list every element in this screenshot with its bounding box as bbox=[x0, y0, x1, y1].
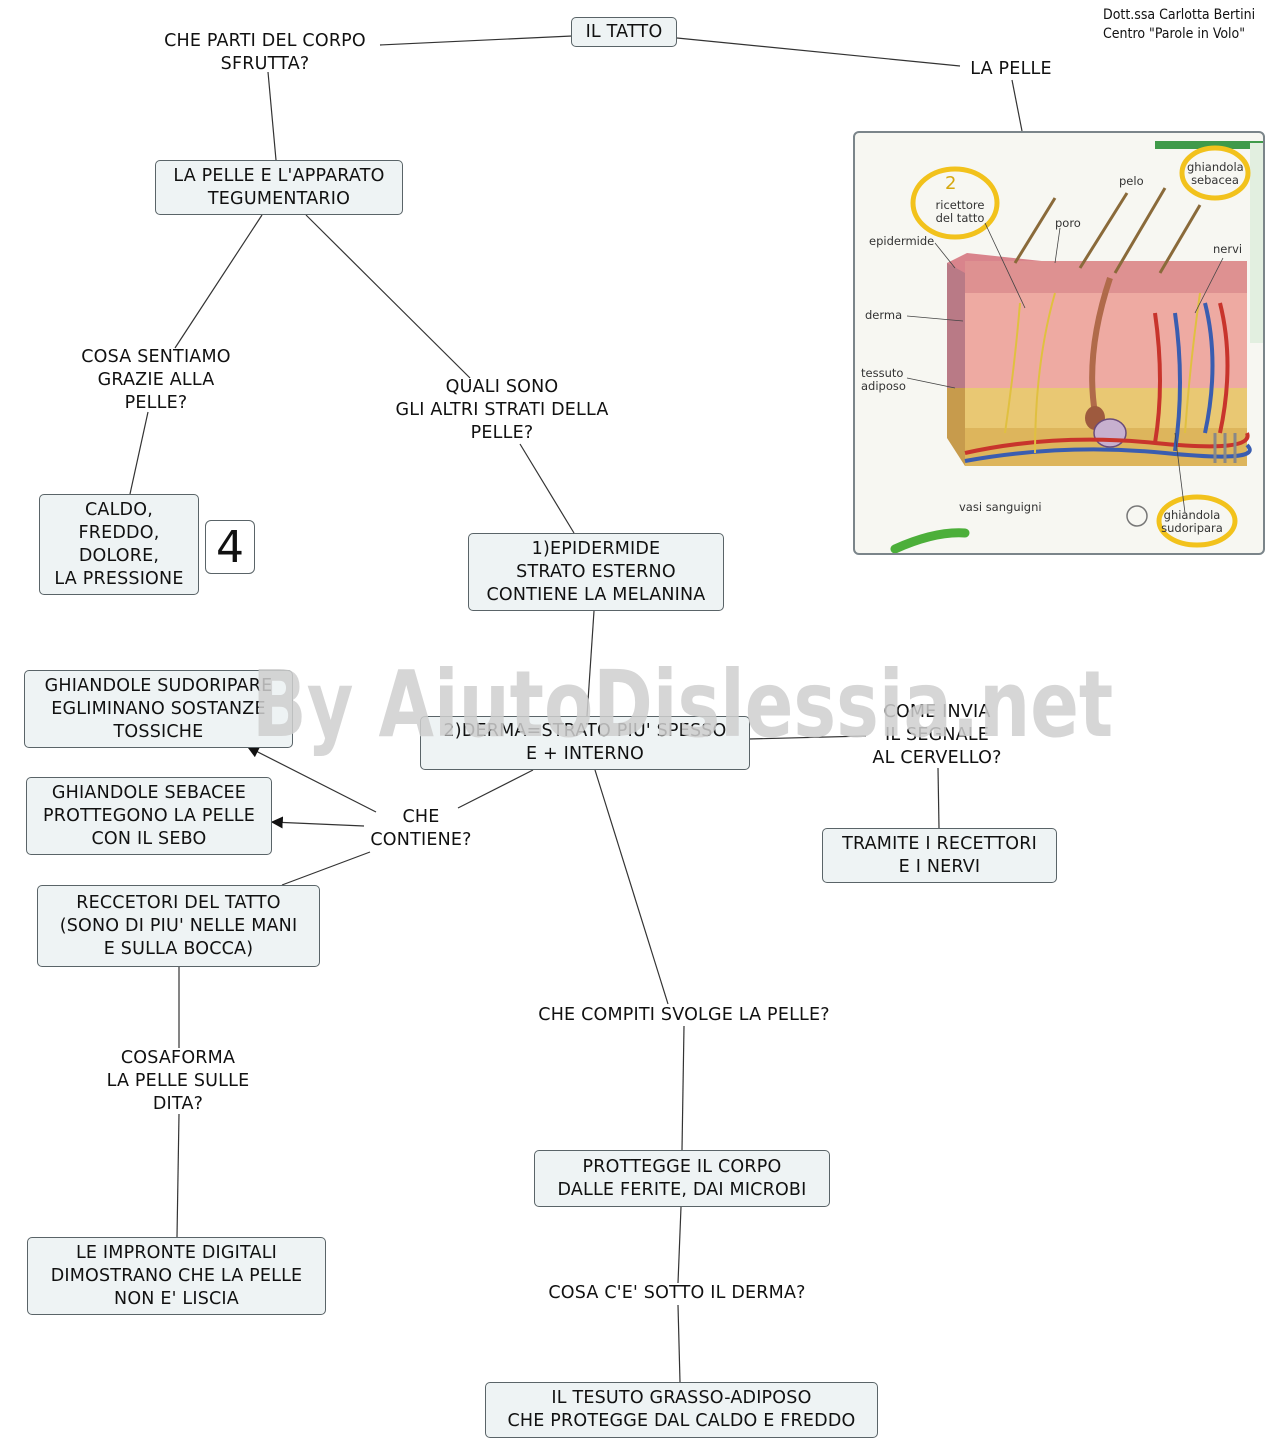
number-badge: 4 bbox=[205, 520, 255, 574]
link-contiene-recettori bbox=[281, 851, 371, 886]
link-strati-epidermide bbox=[519, 443, 575, 534]
label-cosaforma: COSAFORMA LA PELLE SULLE DITA? bbox=[106, 1048, 250, 1114]
picture-label-recettore-num: 2 bbox=[945, 173, 957, 194]
link-protegge-sotto bbox=[677, 1206, 682, 1284]
link-derma-segnale bbox=[748, 735, 867, 740]
link-derma-compiti bbox=[594, 769, 669, 1005]
picture-label-poro: poro bbox=[1055, 216, 1081, 230]
picture-label-vasi: vasi sanguigni bbox=[959, 500, 1042, 514]
picture-label-tessuto: tessuto adiposo bbox=[861, 366, 906, 393]
node-tramite-recettori[interactable]: TRAMITE I RECETTORI E I NERVI bbox=[822, 828, 1057, 883]
link-root-pelle bbox=[676, 37, 961, 67]
picture-label-pelo: pelo bbox=[1119, 174, 1144, 188]
label-cosa-sentiamo: COSA SENTIAMO GRAZIE ALLA PELLE? bbox=[81, 347, 231, 413]
link-pelleapp-sentiamo bbox=[174, 214, 263, 349]
author-credit: Dott.ssa Carlotta Bertini Centro "Parole… bbox=[1103, 6, 1255, 44]
label-che-compiti: CHE COMPITI SVOLGE LA PELLE? bbox=[538, 1005, 830, 1025]
picture-label-epidermide: epidermide bbox=[869, 234, 935, 248]
picture-label-sebacea: ghiandola sebacea bbox=[1187, 160, 1244, 187]
node-il-tatto[interactable]: IL TATTO bbox=[571, 17, 677, 47]
skin-diagram-picture: 2 ricettore del tatto pelo ghiandola seb… bbox=[853, 131, 1265, 555]
label-sotto-derma: COSA C'E' SOTTO IL DERMA? bbox=[548, 1283, 806, 1303]
watermark-text: By AiutoDislessia.net bbox=[252, 651, 1114, 758]
picture-label-nervi: nervi bbox=[1213, 242, 1243, 256]
node-ghiandole-sebacee[interactable]: GHIANDOLE SEBACEE PROTTEGONO LA PELLE CO… bbox=[26, 777, 272, 855]
node-epidermide[interactable]: 1)EPIDERMIDE STRATO ESTERNO CONTIENE LA … bbox=[468, 533, 724, 611]
node-impronte-digitali[interactable]: LE IMPRONTE DIGITALI DIMOSTRANO CHE LA P… bbox=[27, 1237, 326, 1315]
link-cosaforma-impronte bbox=[176, 1113, 180, 1238]
link-pelle-image bbox=[1011, 79, 1023, 132]
link-contiene-sebacee bbox=[270, 816, 365, 829]
picture-label-derma: derma bbox=[865, 308, 903, 322]
author-center: Centro "Parole in Volo" bbox=[1103, 26, 1246, 42]
link-sentiamo-caldo bbox=[129, 411, 149, 495]
node-ghiandole-sudoripare[interactable]: GHIANDOLE SUDORIPARE EGLIMINANO SOSTANZE… bbox=[24, 670, 293, 748]
picture-label-sudoripara: ghiandola sudoripara bbox=[1161, 508, 1223, 535]
link-root-parti bbox=[379, 35, 573, 46]
node-tessuto-adiposo[interactable]: IL TESUTO GRASSO-ADIPOSO CHE PROTEGGE DA… bbox=[485, 1382, 878, 1438]
link-segnale-tramite bbox=[937, 767, 940, 829]
node-derma[interactable]: 2)DERMA=STRATO PIU' SPESSO E + INTERNO bbox=[420, 716, 750, 770]
label-la-pelle: LA PELLE bbox=[970, 59, 1052, 79]
node-pelle-apparato[interactable]: LA PELLE E L'APPARATO TEGUMENTARIO bbox=[155, 160, 403, 215]
link-epidermide-derma bbox=[586, 610, 595, 717]
label-che-contiene: CHE CONTIENE? bbox=[370, 807, 472, 850]
link-compiti-protegge bbox=[681, 1025, 685, 1151]
node-protegge-corpo[interactable]: PROTTEGGE IL CORPO DALLE FERITE, DAI MIC… bbox=[534, 1150, 830, 1207]
label-quali-strati: QUALI SONO GLI ALTRI STRATI DELLA PELLE? bbox=[395, 377, 609, 443]
picture-label-recettore: ricettore del tatto bbox=[935, 198, 985, 225]
node-recettori-tatto[interactable]: RECCETORI DEL TATTO (SONO DI PIU' NELLE … bbox=[37, 885, 320, 967]
node-caldo-freddo[interactable]: CALDO, FREDDO, DOLORE, LA PRESSIONE bbox=[39, 494, 199, 595]
link-sotto-adiposo bbox=[677, 1304, 681, 1383]
link-parti-pelleapp bbox=[267, 71, 277, 161]
label-che-parti: CHE PARTI DEL CORPO SFRUTTA? bbox=[164, 31, 366, 74]
link-contiene-sudoripare bbox=[246, 746, 377, 813]
link-pelleapp-strati bbox=[305, 214, 471, 379]
link-derma-contiene bbox=[457, 769, 534, 809]
author-name: Dott.ssa Carlotta Bertini bbox=[1103, 7, 1256, 23]
label-come-invia: COME INVIA IL SEGNALE AL CERVELLO? bbox=[872, 702, 1002, 768]
